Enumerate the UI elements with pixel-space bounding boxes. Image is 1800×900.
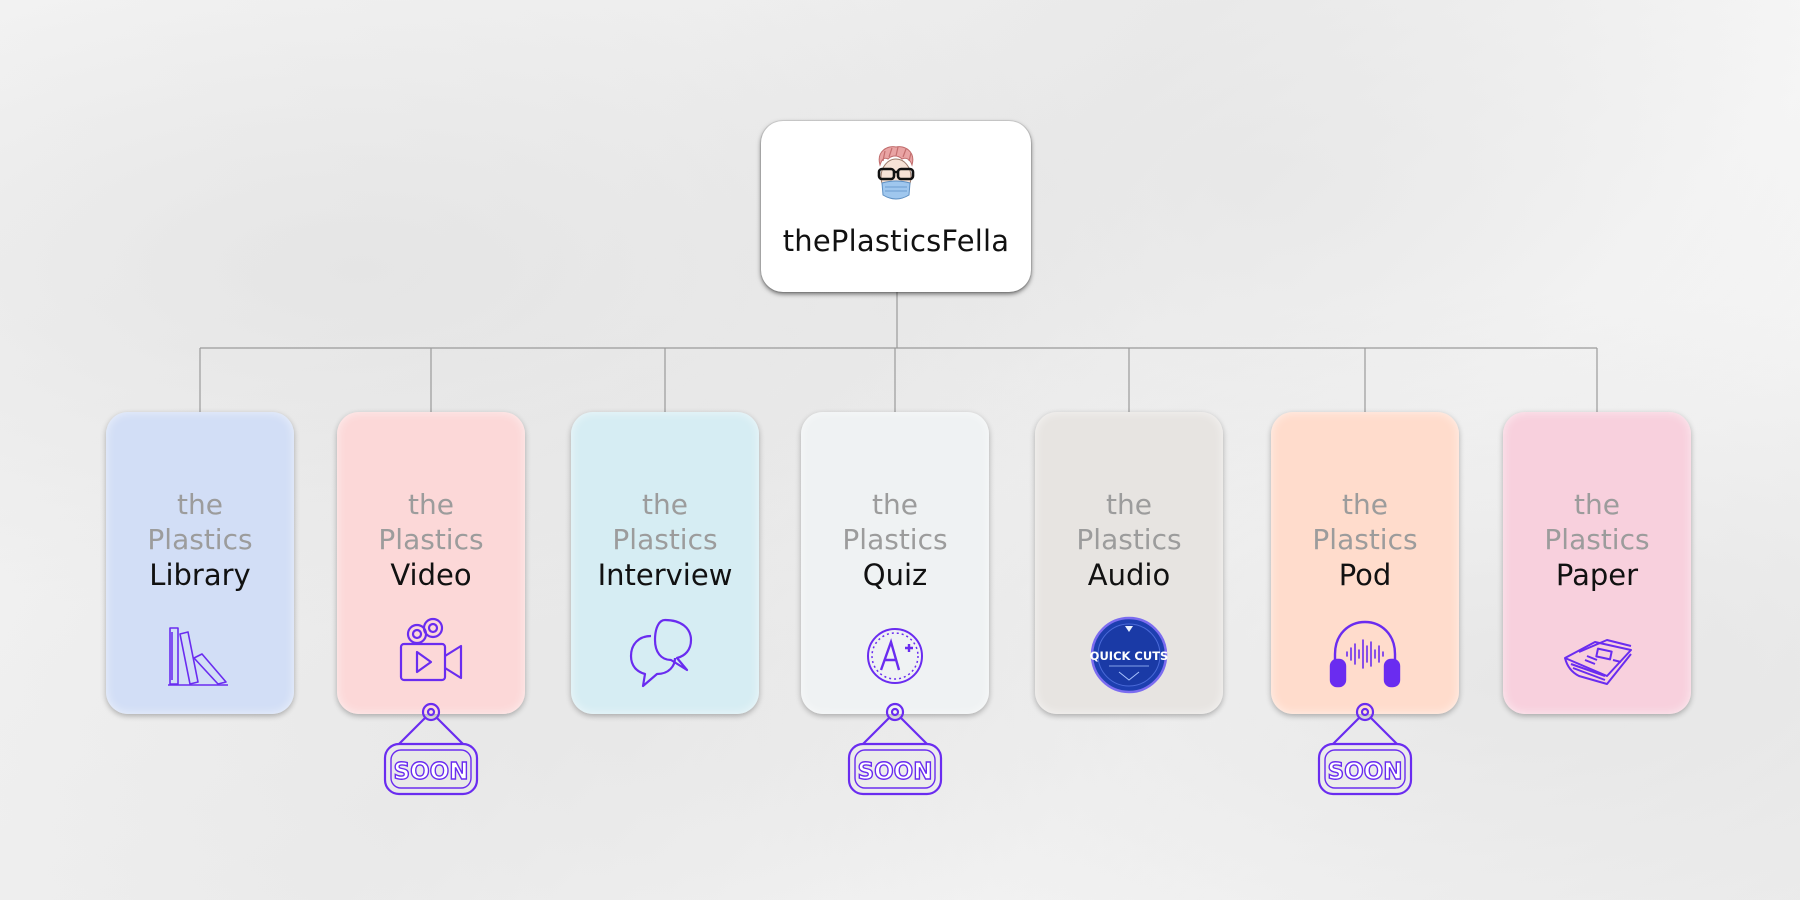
card-title: Interview [597, 558, 733, 592]
grade-a-plus-icon [867, 628, 923, 684]
card-title: Video [390, 558, 472, 592]
root-title: thePlasticsFella [782, 224, 1010, 258]
card-label-the: the [177, 488, 223, 521]
card-interview[interactable]: the Plastics Interview [571, 412, 759, 714]
card-label-the: the [1342, 488, 1388, 521]
books-icon [168, 627, 228, 686]
card-quiz[interactable]: the Plastics Quiz [801, 412, 989, 714]
card-title: Audio [1087, 558, 1171, 592]
card-label-the: the [872, 488, 918, 521]
card-paper[interactable]: the Plastics Paper [1503, 412, 1691, 714]
headphones-icon [1329, 620, 1401, 688]
root-node: thePlasticsFella [761, 121, 1031, 292]
soon-sign-quiz: SOON [847, 702, 943, 796]
audio-badge-label: QUICK CUTS [1090, 649, 1169, 663]
card-title: Paper [1555, 558, 1639, 592]
soon-label: SOON [858, 759, 933, 785]
card-label-plastics: Plastics [1076, 523, 1182, 556]
card-pod[interactable]: the Plastics Pod [1271, 412, 1459, 714]
card-title: Library [149, 558, 251, 592]
soon-label: SOON [394, 759, 469, 785]
card-audio[interactable]: the Plastics Audio QUICK CUTS [1035, 412, 1223, 714]
soon-sign-pod: SOON [1317, 702, 1413, 796]
card-label-the: the [408, 488, 454, 521]
card-title: Quiz [862, 558, 928, 592]
card-title: Pod [1338, 558, 1392, 592]
video-camera-icon [399, 617, 463, 682]
newspaper-icon [1564, 639, 1632, 685]
chat-bubbles-icon [629, 618, 693, 688]
card-label-plastics: Plastics [842, 523, 948, 556]
card-video[interactable]: the Plastics Video [337, 412, 525, 714]
card-label-plastics: Plastics [612, 523, 718, 556]
soon-sign-video: SOON [383, 702, 479, 796]
card-label-the: the [1106, 488, 1152, 521]
card-label-the: the [642, 488, 688, 521]
card-label-plastics: Plastics [378, 523, 484, 556]
card-library[interactable]: the Plastics Library [106, 412, 294, 714]
fella-avatar-icon [877, 146, 915, 200]
card-label-plastics: Plastics [1312, 523, 1418, 556]
card-label-plastics: Plastics [1544, 523, 1650, 556]
card-label-plastics: Plastics [147, 523, 253, 556]
quick-cuts-badge-icon: QUICK CUTS [1090, 616, 1169, 694]
soon-label: SOON [1328, 759, 1403, 785]
card-label-the: the [1574, 488, 1620, 521]
